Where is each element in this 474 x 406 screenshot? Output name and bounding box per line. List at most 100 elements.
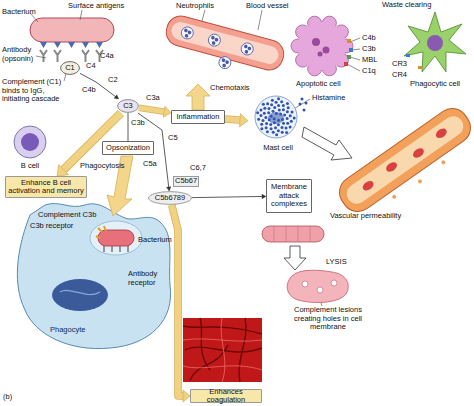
- mast-cell-drawing: [282, 122, 285, 125]
- mast-cell-drawing: [260, 127, 263, 130]
- mast-cell-drawing: [272, 131, 275, 134]
- apoptotic-cell: [312, 38, 320, 46]
- phagocytic-cell: [418, 66, 422, 69]
- complement-label: C5: [168, 134, 178, 143]
- mast-cell-drawing: [283, 114, 286, 117]
- mast-cell-drawing: [301, 98, 304, 101]
- mast-cell-drawing: [269, 123, 272, 126]
- node-outline: [61, 62, 80, 75]
- connector-arrow: [167, 187, 171, 191]
- bacterium-illustration: [96, 42, 103, 48]
- vascular-permeability-vessel: [434, 127, 448, 140]
- lysed-cell: [287, 270, 348, 302]
- connector-arrow: [225, 114, 248, 127]
- bacterium-illustration: [30, 18, 114, 62]
- bacterium-illustration: [30, 18, 114, 42]
- node-text: C5b6789: [155, 194, 185, 203]
- vascular-permeability-vessel: [417, 179, 423, 185]
- membrane-attack-complex: [274, 226, 310, 242]
- complement-label: C3b: [131, 119, 145, 128]
- mast-cell-drawing: [268, 118, 271, 121]
- b-cell: B cell: [8, 124, 52, 170]
- connector-arrow: [172, 205, 185, 396]
- mast-cell-drawing: [267, 107, 270, 110]
- apoptotic-cell: [347, 39, 351, 43]
- mast-cell-drawing: [268, 112, 284, 124]
- apoptotic-cell: [347, 55, 351, 59]
- node-outline: [149, 192, 192, 205]
- mast-cell-drawing: [299, 103, 302, 106]
- node-outline: [118, 100, 139, 113]
- mast-cell-drawing: [257, 118, 260, 121]
- leader-line: [64, 74, 66, 81]
- membrane-attack-complex: [262, 226, 324, 242]
- mast-cell-drawing: [277, 97, 280, 100]
- complement-label: C4a: [100, 52, 114, 61]
- fibrin-clot-image: [183, 318, 262, 382]
- connector-arrow: [128, 113, 129, 141]
- neutrophil: [218, 55, 233, 70]
- mast-cell-drawing: [267, 111, 270, 114]
- mast-cell-drawing: [259, 108, 262, 111]
- part-label: Bacterium: [138, 236, 172, 245]
- outcome-box: Enhances coagulation: [190, 389, 262, 403]
- connector-arrow: [114, 95, 119, 99]
- complement-label: C3b: [362, 45, 376, 54]
- neutrophil: [222, 63, 226, 67]
- mast-cell-drawing: [289, 126, 292, 129]
- mast-cell-drawing: [285, 131, 288, 134]
- mast-cell-drawing: [270, 103, 273, 106]
- complement-label: MBL: [362, 56, 377, 65]
- part-label: Neutrophils: [176, 2, 214, 11]
- connector-arrow: [80, 73, 119, 99]
- leader-line: [350, 57, 360, 60]
- neutrophil: [221, 58, 225, 62]
- process-box: Inflammation: [171, 110, 225, 124]
- phagocyte-cell: [98, 230, 134, 246]
- bacterium-illustration: [40, 42, 47, 48]
- bacterium-illustration: [54, 42, 61, 48]
- node-text: C1: [65, 64, 75, 73]
- mast-cell-drawing: [266, 130, 269, 133]
- mast-cell-drawing: [305, 102, 308, 105]
- mast-cell-drawing: [265, 126, 268, 129]
- part-label: Antibody receptor: [128, 270, 166, 287]
- part-label: Blood vessel: [246, 2, 289, 11]
- phagocyte-cell: [60, 290, 100, 294]
- white-arrow: [302, 127, 352, 160]
- connector-arrow: [139, 108, 166, 112]
- mast-cell-drawing: [289, 114, 292, 117]
- blood-vessel: [161, 13, 287, 83]
- connector-arrow: [240, 114, 248, 127]
- phagocyte-cell: [90, 221, 142, 255]
- neutrophil: [211, 35, 215, 39]
- mast-cell-drawing: [262, 103, 265, 106]
- leader-line: [352, 49, 360, 50]
- neutrophil: [180, 26, 195, 41]
- connector-arrow: [163, 106, 171, 117]
- phagocytic-cell: [404, 12, 466, 72]
- section-label: Waste clearing: [382, 1, 431, 10]
- neutrophil: [184, 28, 188, 32]
- fibrin-clot-image: [239, 318, 246, 382]
- mast-cell-drawing: [275, 101, 278, 104]
- complement-label: C3a: [146, 94, 160, 103]
- b-cell-drawing: [21, 133, 39, 151]
- phagocyte-cell: [17, 204, 170, 349]
- complement-c3: C3: [117, 99, 139, 113]
- mast-cell-drawing: [275, 133, 278, 136]
- mast-cell-drawing: [280, 100, 283, 103]
- complement-label: C4: [86, 62, 96, 71]
- process-label: LYSIS: [326, 258, 347, 267]
- mast-cell-drawing: [280, 126, 283, 129]
- membrane-attack-complex: [262, 226, 324, 242]
- mast-cell-drawing: [290, 120, 293, 123]
- node-text: Opsonization: [106, 144, 150, 153]
- mast-cell-drawing: [277, 119, 280, 122]
- part-label: Phagocyte: [50, 326, 85, 335]
- node-text: Inflammation: [177, 113, 220, 122]
- connector-arrow: [128, 113, 129, 141]
- mast-cell-drawing: [286, 110, 289, 113]
- panel-label: (b): [3, 393, 12, 402]
